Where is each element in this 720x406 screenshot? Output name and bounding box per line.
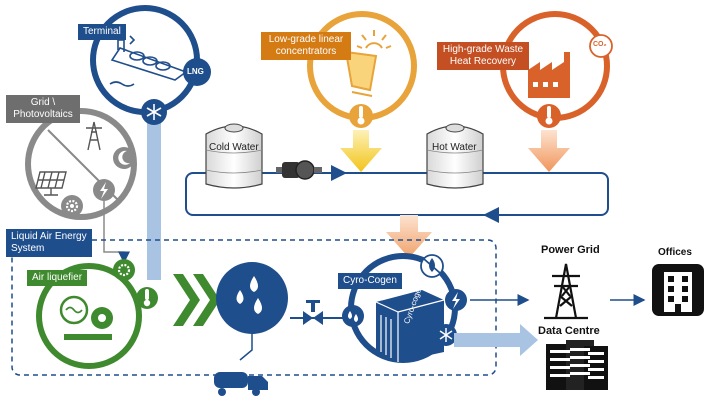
snowflake-icon — [141, 99, 167, 125]
container-icon — [375, 290, 445, 362]
lightning-icon — [93, 179, 115, 201]
snowflake-icon — [435, 324, 457, 346]
co2-label: CO₂ — [593, 41, 607, 48]
low-grade-label: Low-grade linear concentrators — [261, 32, 351, 60]
water-loop — [185, 172, 609, 216]
gear-icon — [113, 259, 135, 281]
cold-water-label: Cold Water — [209, 142, 259, 153]
offices-label: Offices — [658, 247, 692, 258]
grid-pv-label: Grid \ Photovoltaics — [6, 95, 80, 123]
data-centre-label: Data Centre — [538, 325, 600, 337]
lightning-icon — [445, 289, 467, 311]
grid-pv-circle — [25, 108, 137, 220]
air-liquefier-circle — [36, 263, 142, 369]
cyro-cogen-label: Cyro-Cogen — [338, 273, 402, 289]
sun-icon — [356, 30, 392, 49]
solar-panel-icon — [35, 171, 67, 196]
water-tank-icon — [426, 123, 484, 189]
liquid-air-storage — [216, 262, 288, 334]
low-grade-circle — [307, 11, 417, 121]
hot-water-label: Hot Water — [432, 142, 477, 153]
cooling-output-arrow — [454, 324, 538, 356]
air-liquefier-label: Air liquefier — [27, 270, 88, 286]
thermometer-icon — [136, 287, 158, 309]
no-fire-icon — [420, 254, 444, 278]
lng-cold-pipe — [147, 110, 161, 280]
power-grid-label: Power Grid — [541, 244, 600, 256]
solar-heat-arrow — [340, 130, 382, 172]
pump-icon — [276, 160, 322, 180]
thermometer-icon — [537, 104, 561, 128]
loop-heat-arrow — [386, 215, 432, 258]
power-pylon-icon — [544, 263, 588, 320]
chevron-right-icon — [173, 274, 220, 326]
terminal-label: Terminal — [78, 24, 126, 40]
office-building-icon — [652, 264, 704, 316]
liquid-air-system-label: Liquid Air Energy System — [6, 229, 92, 257]
high-grade-label: High-grade Waste Heat Recovery — [437, 42, 529, 70]
gear-icon — [61, 195, 83, 217]
server-racks-icon — [546, 340, 608, 390]
waste-heat-arrow — [528, 130, 570, 172]
liquid-air-boundary — [11, 239, 497, 376]
grid-feed-line — [103, 201, 130, 264]
factory-icon — [528, 52, 570, 98]
valve-icon — [303, 300, 323, 325]
pylon-icon — [86, 121, 102, 151]
water-drops-icon — [236, 276, 262, 314]
lng-label: LNG — [187, 67, 204, 76]
thermometer-icon — [349, 104, 373, 128]
water-drops-icon — [342, 305, 364, 327]
truck-icon — [214, 372, 268, 396]
compressor-icon — [59, 295, 113, 340]
moon-icon — [113, 147, 135, 169]
water-tank-icon — [205, 123, 263, 189]
